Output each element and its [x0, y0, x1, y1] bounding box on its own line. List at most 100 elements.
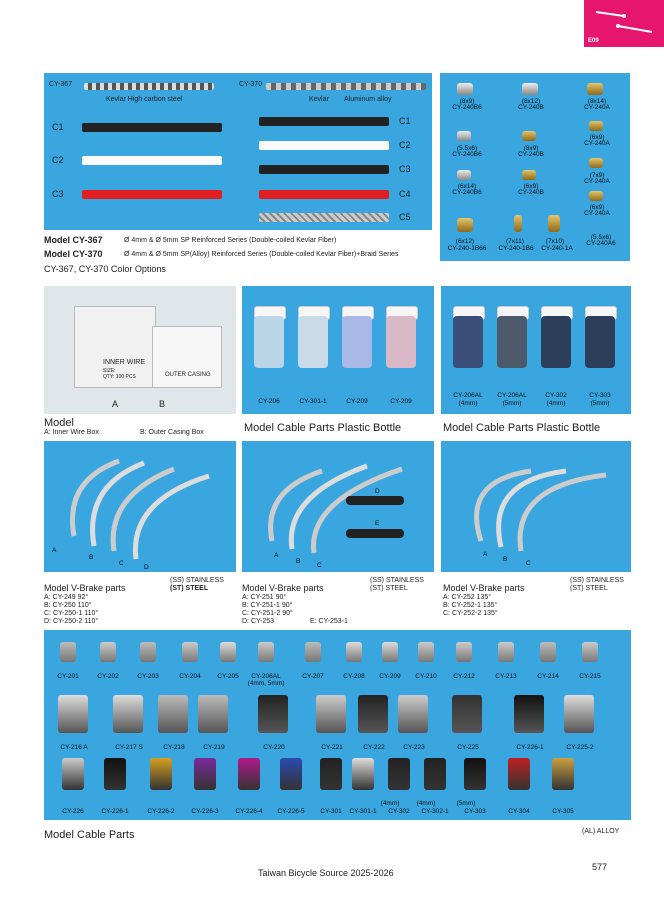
- barrel-size-10: (5.5x6): [590, 234, 612, 241]
- part-photo: [100, 642, 116, 662]
- part-label: CY-302-1: [421, 808, 449, 815]
- part-label: CY-219: [203, 744, 225, 751]
- part-label: CY-222: [363, 744, 385, 751]
- part-photo: [320, 758, 342, 790]
- cable-white-left: [82, 156, 222, 165]
- part-label: CY-202: [97, 673, 119, 680]
- part-photo: [388, 758, 410, 790]
- part-photo: [498, 642, 514, 662]
- part-label: CY-207: [302, 673, 324, 680]
- bottle2-label-0: CY-206AL: [453, 392, 483, 399]
- vbrake3-item-a: A: CY-252 135°: [443, 594, 492, 601]
- bottle1-label-3: CY-209: [390, 398, 412, 405]
- part-photo: [238, 758, 260, 790]
- part-label: CY-301: [320, 808, 342, 815]
- bottle1-label-2: CY-209: [346, 398, 368, 405]
- vbrake1-item-a: A: CY-249 92°: [44, 594, 89, 601]
- part-label: CY-203: [137, 673, 159, 680]
- bottles-panel-1: CY-206 CY-301-1 CY-209 CY-209: [242, 286, 434, 414]
- part-label: CY-213: [495, 673, 517, 680]
- vbrake3-item-c: C: CY-252-2 135°: [443, 610, 498, 617]
- part-label: CY-226-5: [277, 808, 305, 815]
- barrel-code-10: CY-240A6: [586, 240, 616, 247]
- barrel-size-3: (6x9): [589, 134, 605, 141]
- boxes-caption-a: A: Inner Wire Box: [44, 429, 99, 436]
- vbrake2-letter-e: E: [375, 520, 380, 527]
- barrel-code-9: CY-240A: [584, 210, 610, 217]
- barrel-size-4: (5.5x6): [456, 145, 478, 152]
- bottles2-title: Model Cable Parts Plastic Bottle: [443, 422, 601, 434]
- part-label: CY-305: [552, 808, 574, 815]
- box-letter-a: A: [112, 399, 119, 409]
- cable-icon: [595, 11, 653, 33]
- part-photo: [508, 758, 530, 790]
- model-cy367: Model CY-367: [44, 235, 103, 245]
- part-photo: [540, 642, 556, 662]
- barrel-code-2: CY-240A: [584, 104, 610, 111]
- part-label: CY-220: [263, 744, 285, 751]
- vbrake2-item-c: C: CY-251-2 90°: [242, 610, 293, 617]
- inner-box-size: SIZE:: [103, 368, 116, 374]
- left-code-c1: C1: [52, 122, 64, 132]
- cable-black-right: [259, 117, 389, 126]
- part-label: CY-226-2: [147, 808, 175, 815]
- vbrake2-letter-a: A: [274, 552, 279, 559]
- cy370-kevlar-label: Kevlar: [309, 96, 329, 103]
- part-label: CY-201: [57, 673, 79, 680]
- model-cy367-desc: Ø 4mm & Ø 5mm SP Reinforced Series (Doub…: [124, 237, 337, 244]
- barrel-code-8: CY-240B: [518, 189, 544, 196]
- barrel-code-5: CY-240B: [518, 151, 544, 158]
- footer-source: Taiwan Bicycle Source 2025-2026: [258, 868, 394, 878]
- part-photo: [198, 695, 228, 733]
- part-photo: [220, 642, 236, 662]
- part-size-label: (4mm): [380, 800, 400, 807]
- part-label: CY-303: [464, 808, 486, 815]
- vbrake2-item-a: A: CY-251 90°: [242, 594, 287, 601]
- footer-alloy-note: (AL) ALLOY: [582, 828, 620, 835]
- barrel-code-4: CY-240B6: [452, 151, 482, 158]
- vbrake1-ss: (SS) STAINLESS: [170, 577, 224, 584]
- section-badge: E09: [584, 0, 664, 47]
- bottles1-title: Model Cable Parts Plastic Bottle: [244, 422, 402, 434]
- part-photo: [62, 758, 84, 790]
- right-code-c1: C1: [399, 116, 411, 126]
- part-photo: [398, 695, 428, 733]
- inner-box-qty: QTY: 100 PCS: [103, 374, 136, 380]
- part-label: CY-225-2: [566, 744, 594, 751]
- vbrake2-letter-d: D: [375, 488, 380, 495]
- part-label: CY-302: [388, 808, 410, 815]
- part-photo: [113, 695, 143, 733]
- vbrake-noodles-3: [474, 468, 607, 552]
- barrel-size-0: (8x9): [459, 98, 475, 105]
- barrel-code-6: CY-240A: [584, 178, 610, 185]
- vbrake3-item-b: B: CY-252-1 135°: [443, 602, 498, 609]
- bottle1-label-0: CY-206: [258, 398, 280, 405]
- part-photo: [194, 758, 216, 790]
- cy367-tag: CY-367: [49, 81, 73, 88]
- vbrake1-letter-d: D: [144, 564, 149, 571]
- part-photo: [104, 758, 126, 790]
- vbrake3-title: Model V-Brake parts: [443, 583, 525, 593]
- part-photo: [418, 642, 434, 662]
- part-label: CY-304: [508, 808, 530, 815]
- bottle2-label-1: CY-206AL: [497, 392, 527, 399]
- vbrake1-st: (ST) STEEL: [170, 585, 209, 592]
- right-code-c3: C3: [399, 164, 411, 174]
- outer-box-title: OUTER CASING: [165, 372, 211, 378]
- barrel-size-9: (6x9): [589, 204, 605, 211]
- right-code-c2: C2: [399, 140, 411, 150]
- vbrake2-letter-c: C: [317, 562, 322, 569]
- cable-panel: CY-367 Kevlar High carbon steel CY-370 K…: [44, 73, 432, 230]
- part-label: CY-217 S: [115, 744, 143, 751]
- bottle1-label-1: CY-301-1: [299, 398, 327, 405]
- barrel-size-1: (8x12): [521, 98, 541, 105]
- part-label: CY-301-1: [349, 808, 377, 815]
- inner-wire-box: INNER WIRE SIZE: QTY: 100 PCS: [74, 306, 156, 388]
- part-photo: [564, 695, 594, 733]
- cable-black2-right: [259, 165, 389, 174]
- bottle2-size-1: (5mm): [502, 400, 522, 407]
- part-photo: [352, 758, 374, 790]
- model-cy370-desc: Ø 4mm & Ø 5mm SP(Alloy) Reinforced Serie…: [124, 251, 399, 258]
- part-photo: [305, 642, 321, 662]
